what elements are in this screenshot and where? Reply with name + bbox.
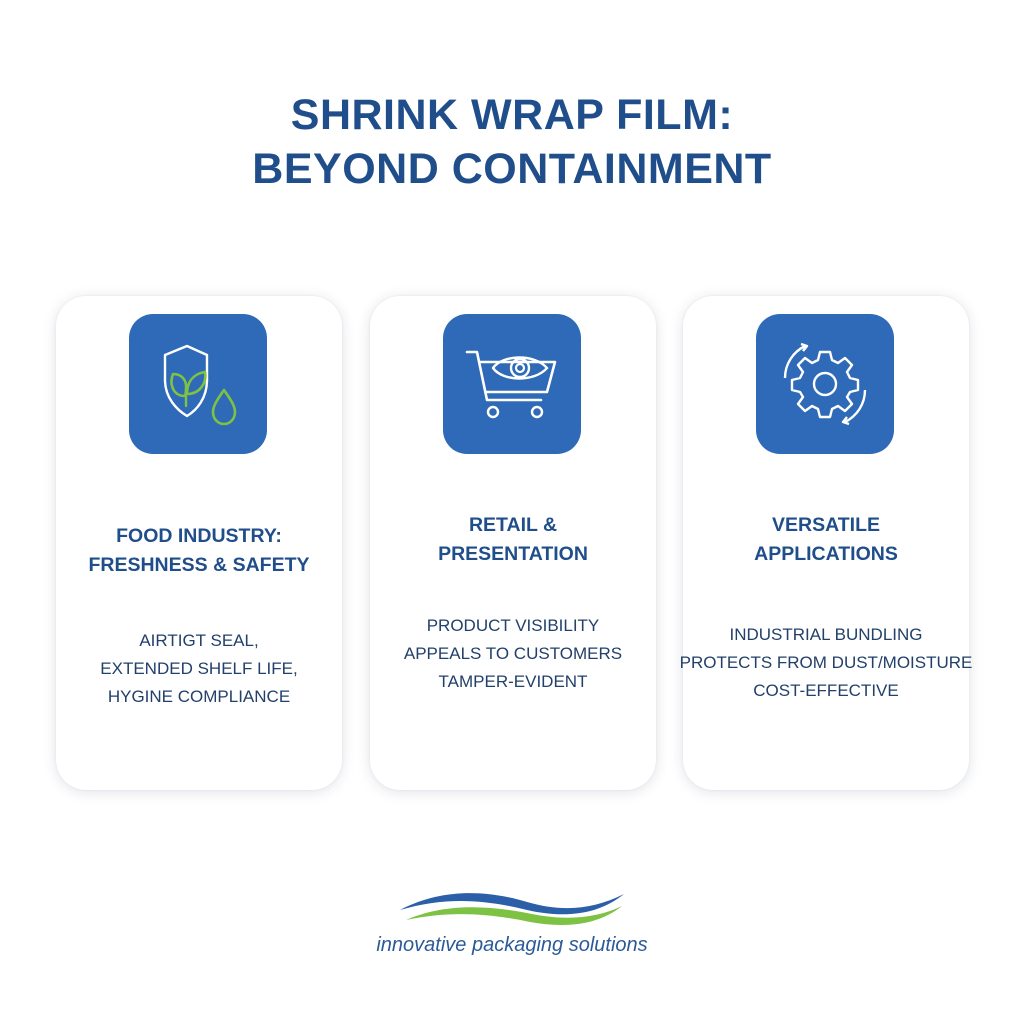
card-description-line: COST-EFFECTIVE <box>753 681 899 700</box>
gear-cycle-icon <box>756 314 894 454</box>
card-description-line: APPEALS TO CUSTOMERS <box>403 644 623 663</box>
title-line-2: BEYOND CONTAINMENT <box>252 145 772 193</box>
card-heading: FOOD INDUSTRY: FRESHNESS & SAFETY <box>56 522 342 580</box>
card-description-line: TAMPER-EVIDENT <box>438 672 588 691</box>
card-heading-line: APPLICATIONS <box>754 543 898 565</box>
shield-leaf-droplet-icon <box>129 314 267 454</box>
card-heading-line: PRESENTATION <box>438 543 588 565</box>
card-heading-line: VERSATILE <box>772 514 880 536</box>
card-description-line: PROTECTS FROM DUST/MOISTURE <box>679 653 973 672</box>
card-versatile: VERSATILE APPLICATIONS INDUSTRIAL BUNDLI… <box>680 296 972 790</box>
card-description-line: AIRTIGT SEAL, <box>139 631 259 650</box>
page-title: SHRINK WRAP FILM: BEYOND CONTAINMENT <box>0 88 1024 196</box>
card-description-line: PRODUCT VISIBILITY <box>426 616 600 635</box>
card-description: INDUSTRIAL BUNDLING PROTECTS FROM DUST/M… <box>673 621 979 705</box>
card-description-line: HYGINE COMPLIANCE <box>107 687 291 706</box>
footer-tagline: innovative packaging solutions <box>376 934 648 956</box>
card-heading-line: FRESHNESS & SAFETY <box>88 554 310 576</box>
card-heading-line: FOOD INDUSTRY: <box>116 525 282 547</box>
title-line-1: SHRINK WRAP FILM: <box>290 91 734 139</box>
card-description-line: INDUSTRIAL BUNDLING <box>729 625 923 644</box>
card-heading-line: RETAIL & <box>468 514 558 536</box>
shopping-cart-eye-icon <box>443 314 581 454</box>
card-retail: RETAIL & PRESENTATION PRODUCT VISIBILITY… <box>370 296 656 790</box>
card-food-industry: FOOD INDUSTRY: FRESHNESS & SAFETY AIRTIG… <box>56 296 342 790</box>
wave-logo-icon <box>400 893 624 925</box>
card-description-line: EXTENDED SHELF LIFE, <box>100 659 298 678</box>
card-heading: VERSATILE APPLICATIONS <box>683 511 969 569</box>
card-description: PRODUCT VISIBILITY APPEALS TO CUSTOMERS … <box>360 612 666 696</box>
card-description: AIRTIGT SEAL, EXTENDED SHELF LIFE, HYGIN… <box>46 627 352 711</box>
card-heading: RETAIL & PRESENTATION <box>370 511 656 569</box>
